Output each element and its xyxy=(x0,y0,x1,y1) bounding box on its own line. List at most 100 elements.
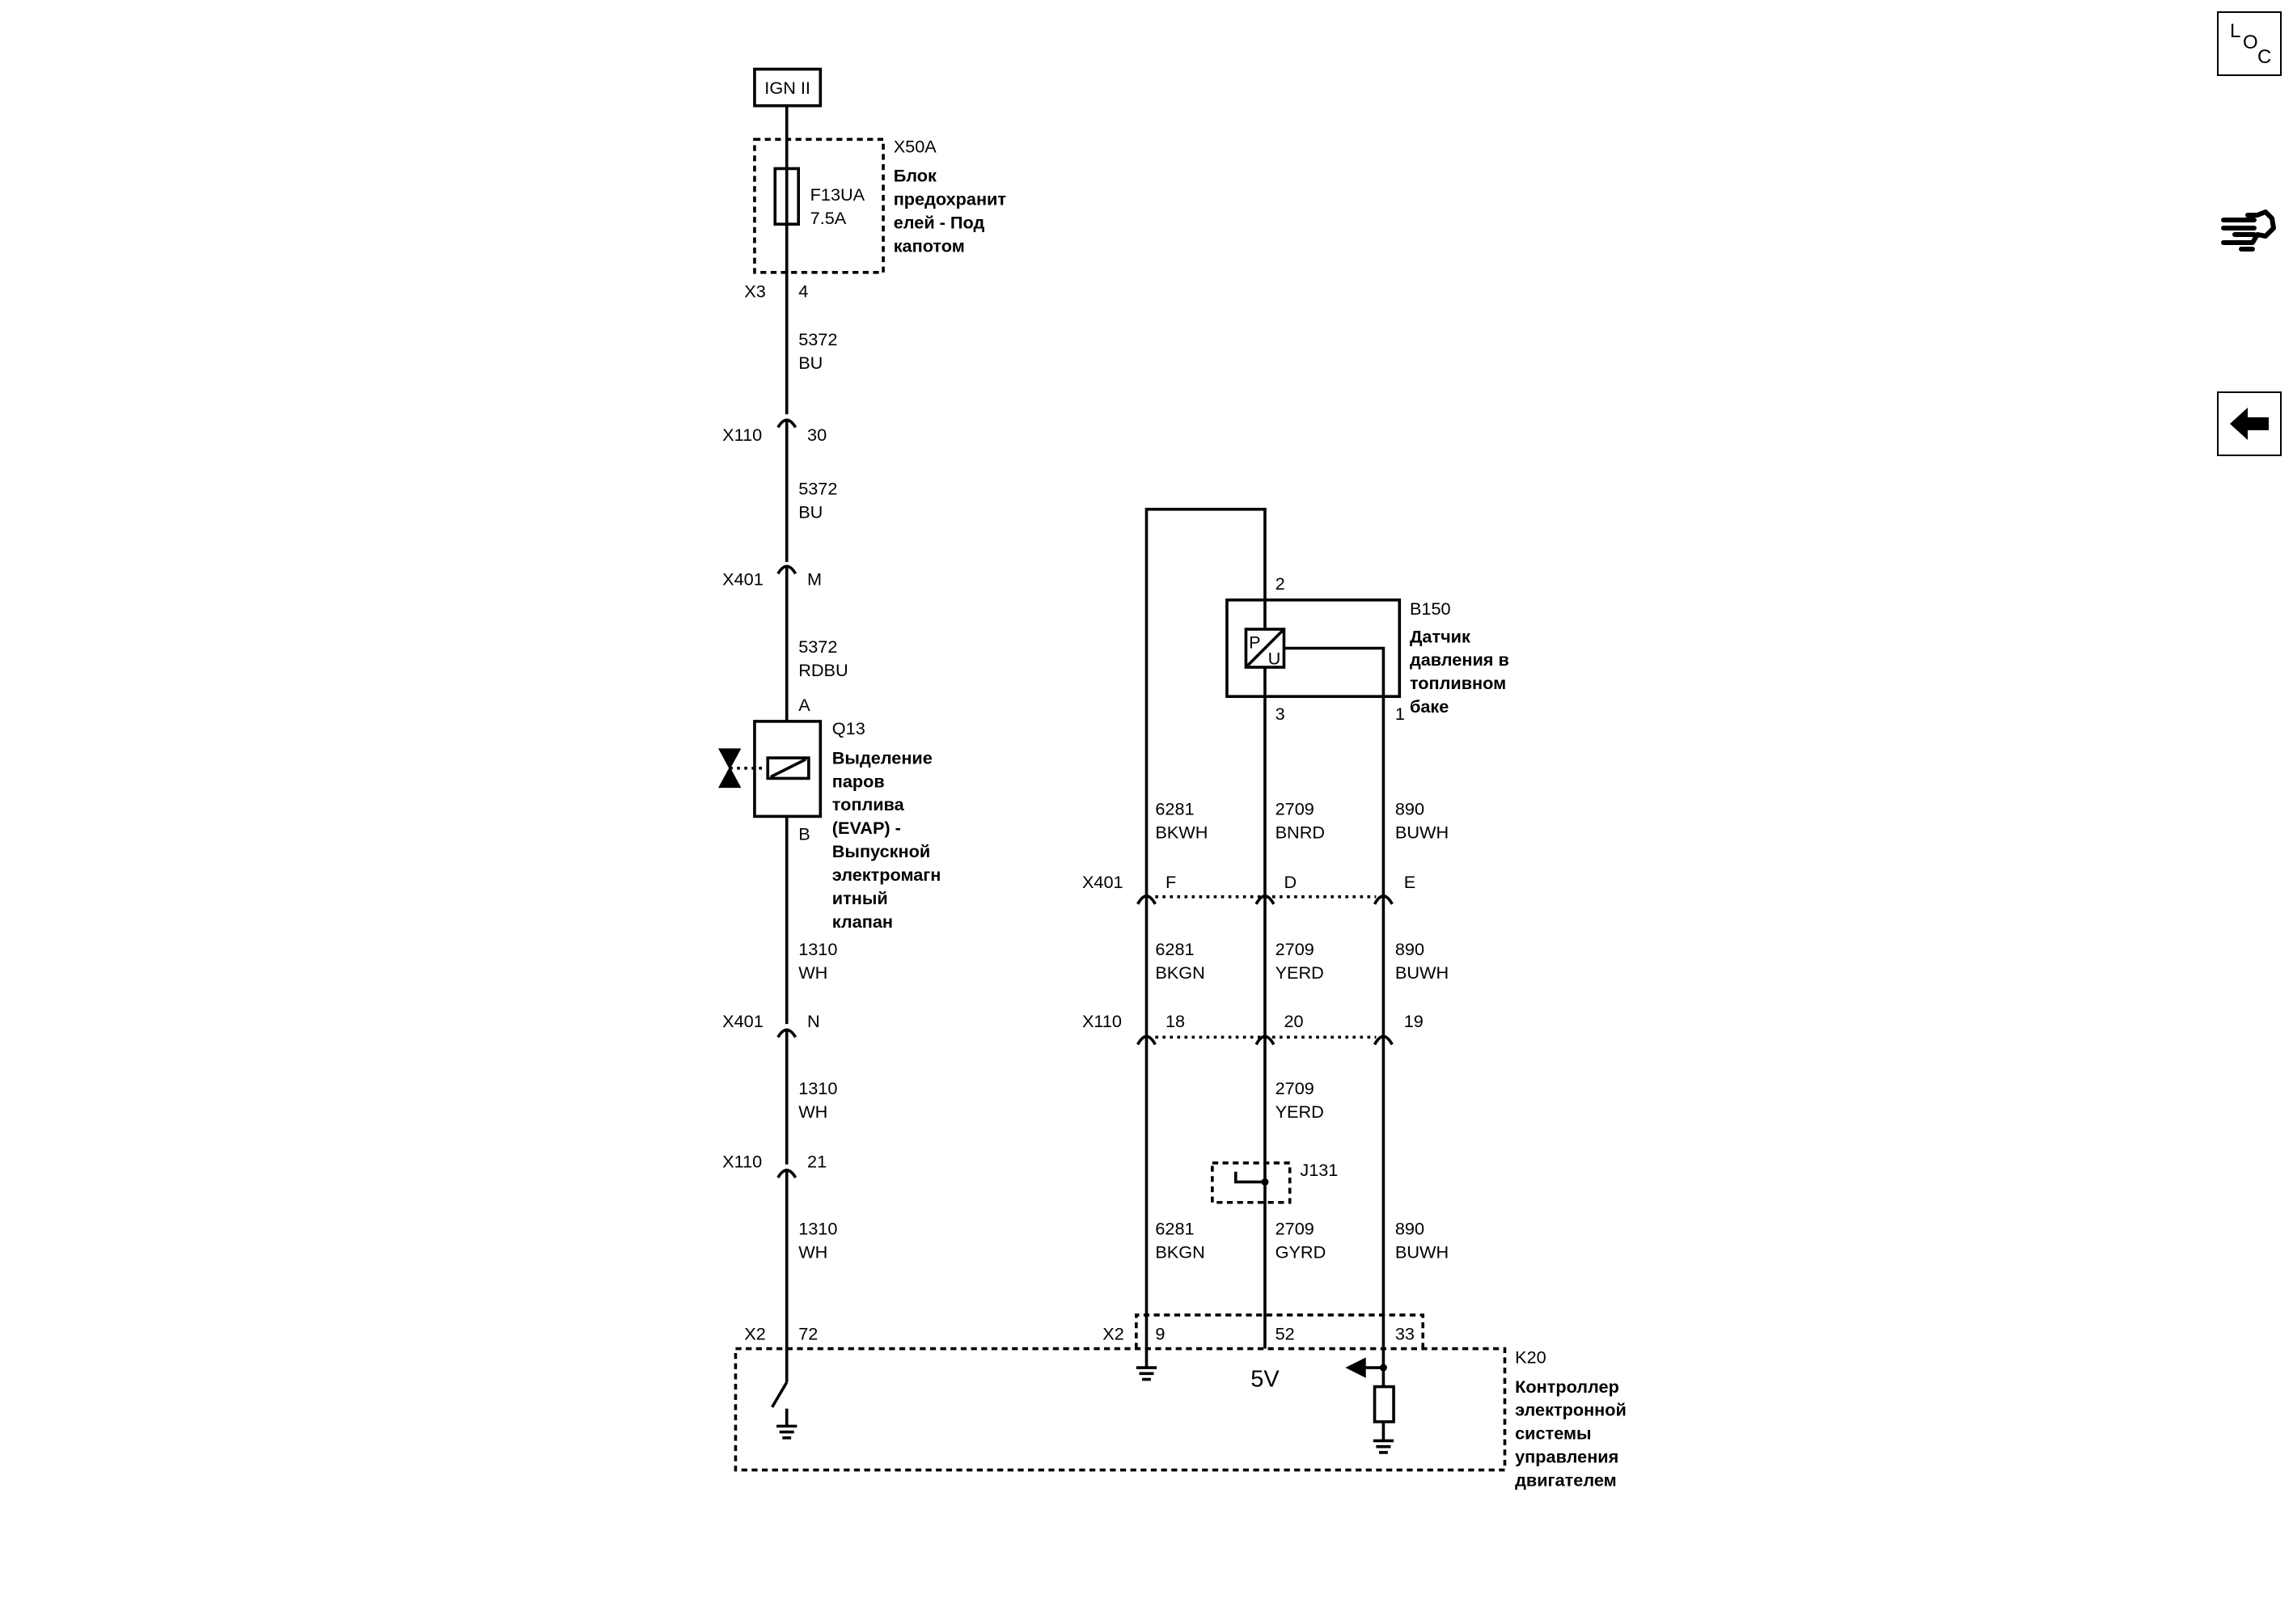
wire-num: 890 xyxy=(1395,939,1424,959)
sensor-ref: B150 xyxy=(1410,598,1451,619)
wire-color: BKWH xyxy=(1155,823,1208,843)
back-button[interactable] xyxy=(2217,391,2282,456)
ecm-pin: 52 xyxy=(1276,1324,1295,1344)
wire-num: 890 xyxy=(1395,1219,1424,1239)
solenoid-icon xyxy=(770,758,807,779)
splice-point xyxy=(1261,1178,1269,1186)
wire-num: 6281 xyxy=(1155,799,1194,819)
ecm-box xyxy=(734,1347,1507,1472)
connector-pin: N xyxy=(807,1011,820,1031)
wire-num: 2709 xyxy=(1276,1219,1314,1239)
ign-label: IGN II xyxy=(764,78,810,98)
ecm-pin-left: 72 xyxy=(798,1324,818,1344)
connector-symbol xyxy=(1254,1034,1276,1046)
ecm-conn-left: X2 xyxy=(744,1324,766,1344)
wire-color: BUWH xyxy=(1395,1241,1449,1262)
connector-plug-icon xyxy=(2221,209,2276,252)
connector-pin: 20 xyxy=(1284,1011,1303,1031)
fuse-block-box xyxy=(753,137,885,274)
fuse-id: F13UA xyxy=(810,184,865,205)
switch-icon xyxy=(771,1381,789,1408)
wire-color: BU xyxy=(798,502,823,522)
ecm-pin: 9 xyxy=(1155,1324,1165,1344)
wire-color: BU xyxy=(798,353,823,373)
transducer-u: U xyxy=(1268,648,1281,668)
wire-color: BUWH xyxy=(1395,962,1449,983)
resistor-icon xyxy=(1373,1385,1395,1423)
splice-box xyxy=(1211,1161,1292,1204)
connector-name: X401 xyxy=(722,569,764,590)
connector-name: X110 xyxy=(1082,1011,1122,1031)
solenoid-icon xyxy=(766,756,810,780)
wire-color: BUWH xyxy=(1395,823,1449,843)
ground-icon xyxy=(1373,1439,1394,1454)
wire-color: WH xyxy=(798,1102,827,1122)
splice-ref: J131 xyxy=(1300,1160,1338,1180)
wire-num: 890 xyxy=(1395,799,1424,819)
connector-pin: 19 xyxy=(1404,1011,1424,1031)
fuse-pin: 4 xyxy=(798,281,808,302)
ground-icon xyxy=(776,1408,797,1440)
connector-symbol xyxy=(1373,894,1394,905)
junction-point xyxy=(1379,1364,1387,1372)
ecm-voltage: 5V xyxy=(1250,1367,1280,1393)
sensor-name: Датчик давления в топливном баке xyxy=(1410,626,1514,717)
wire-color: BKGN xyxy=(1155,1241,1204,1262)
wire-color: BKGN xyxy=(1155,962,1204,983)
wire-num: 5372 xyxy=(798,636,837,657)
wire-num: 1310 xyxy=(798,1078,837,1098)
wire-num: 1310 xyxy=(798,939,837,959)
valve-ref: Q13 xyxy=(832,718,865,738)
wire-color: YERD xyxy=(1276,1102,1324,1122)
sensor-box xyxy=(1225,598,1402,698)
wire-num: 5372 xyxy=(798,479,837,499)
connector-name: X401 xyxy=(722,1011,764,1031)
svg-text:O: O xyxy=(2243,32,2258,53)
connector-symbol xyxy=(1254,894,1276,905)
wire-num: 2709 xyxy=(1276,1078,1314,1098)
pressure-transducer-icon xyxy=(1245,628,1285,669)
connector-pin: E xyxy=(1404,872,1415,892)
wire-color: WH xyxy=(798,1241,827,1262)
valve-icon xyxy=(718,748,742,789)
connector-pin: 21 xyxy=(807,1151,827,1171)
wire-color: RDBU xyxy=(798,660,848,680)
valve-name: Выделение паров топлива (EVAP) - Выпускн… xyxy=(832,747,946,932)
signal-loop-wire xyxy=(1144,507,1267,1368)
wire-num: 2709 xyxy=(1276,939,1314,959)
sensor-pin-top: 2 xyxy=(1276,573,1285,594)
sensor-internal-wire xyxy=(1284,646,1386,697)
arrow-left-icon xyxy=(1345,1357,1366,1378)
sensor-pin-3: 3 xyxy=(1276,704,1285,724)
wire-num: 1310 xyxy=(798,1219,837,1239)
transducer-p: P xyxy=(1249,632,1260,653)
splice-icon xyxy=(1233,1171,1265,1184)
connector-pin: M xyxy=(807,569,822,590)
ecm-pin: 33 xyxy=(1395,1324,1415,1344)
svg-text:L: L xyxy=(2230,20,2240,42)
connector-view-button[interactable] xyxy=(2217,199,2282,264)
wire-num: 5372 xyxy=(798,329,837,349)
connector-pin: F xyxy=(1166,872,1176,892)
ecm-conn-right: X2 xyxy=(1102,1324,1124,1344)
connector-name: X110 xyxy=(722,1151,762,1171)
wire-color: WH xyxy=(798,962,827,983)
ecm-name: Контроллер электронной системы управлени… xyxy=(1515,1377,1631,1491)
wire-color: GYRD xyxy=(1276,1241,1326,1262)
ground-icon xyxy=(1136,1366,1157,1381)
wire-num: 6281 xyxy=(1155,939,1194,959)
connector-pin: 30 xyxy=(807,425,827,445)
locator-button[interactable]: L O C xyxy=(2217,11,2282,76)
ecm-ref: K20 xyxy=(1515,1347,1546,1368)
connector-name: X110 xyxy=(722,425,762,445)
connector-symbol xyxy=(1136,894,1157,905)
connector-symbol xyxy=(1136,1034,1157,1046)
wire-color: YERD xyxy=(1276,962,1324,983)
wire-color: BNRD xyxy=(1276,823,1325,843)
connector-pin: D xyxy=(1284,872,1297,892)
connector-pin: 18 xyxy=(1166,1011,1185,1031)
arrow-left-icon xyxy=(2230,408,2269,440)
valve-pin-a: A xyxy=(798,695,810,715)
connector-symbol xyxy=(1373,1034,1394,1046)
valve-pin-b: B xyxy=(798,823,810,844)
